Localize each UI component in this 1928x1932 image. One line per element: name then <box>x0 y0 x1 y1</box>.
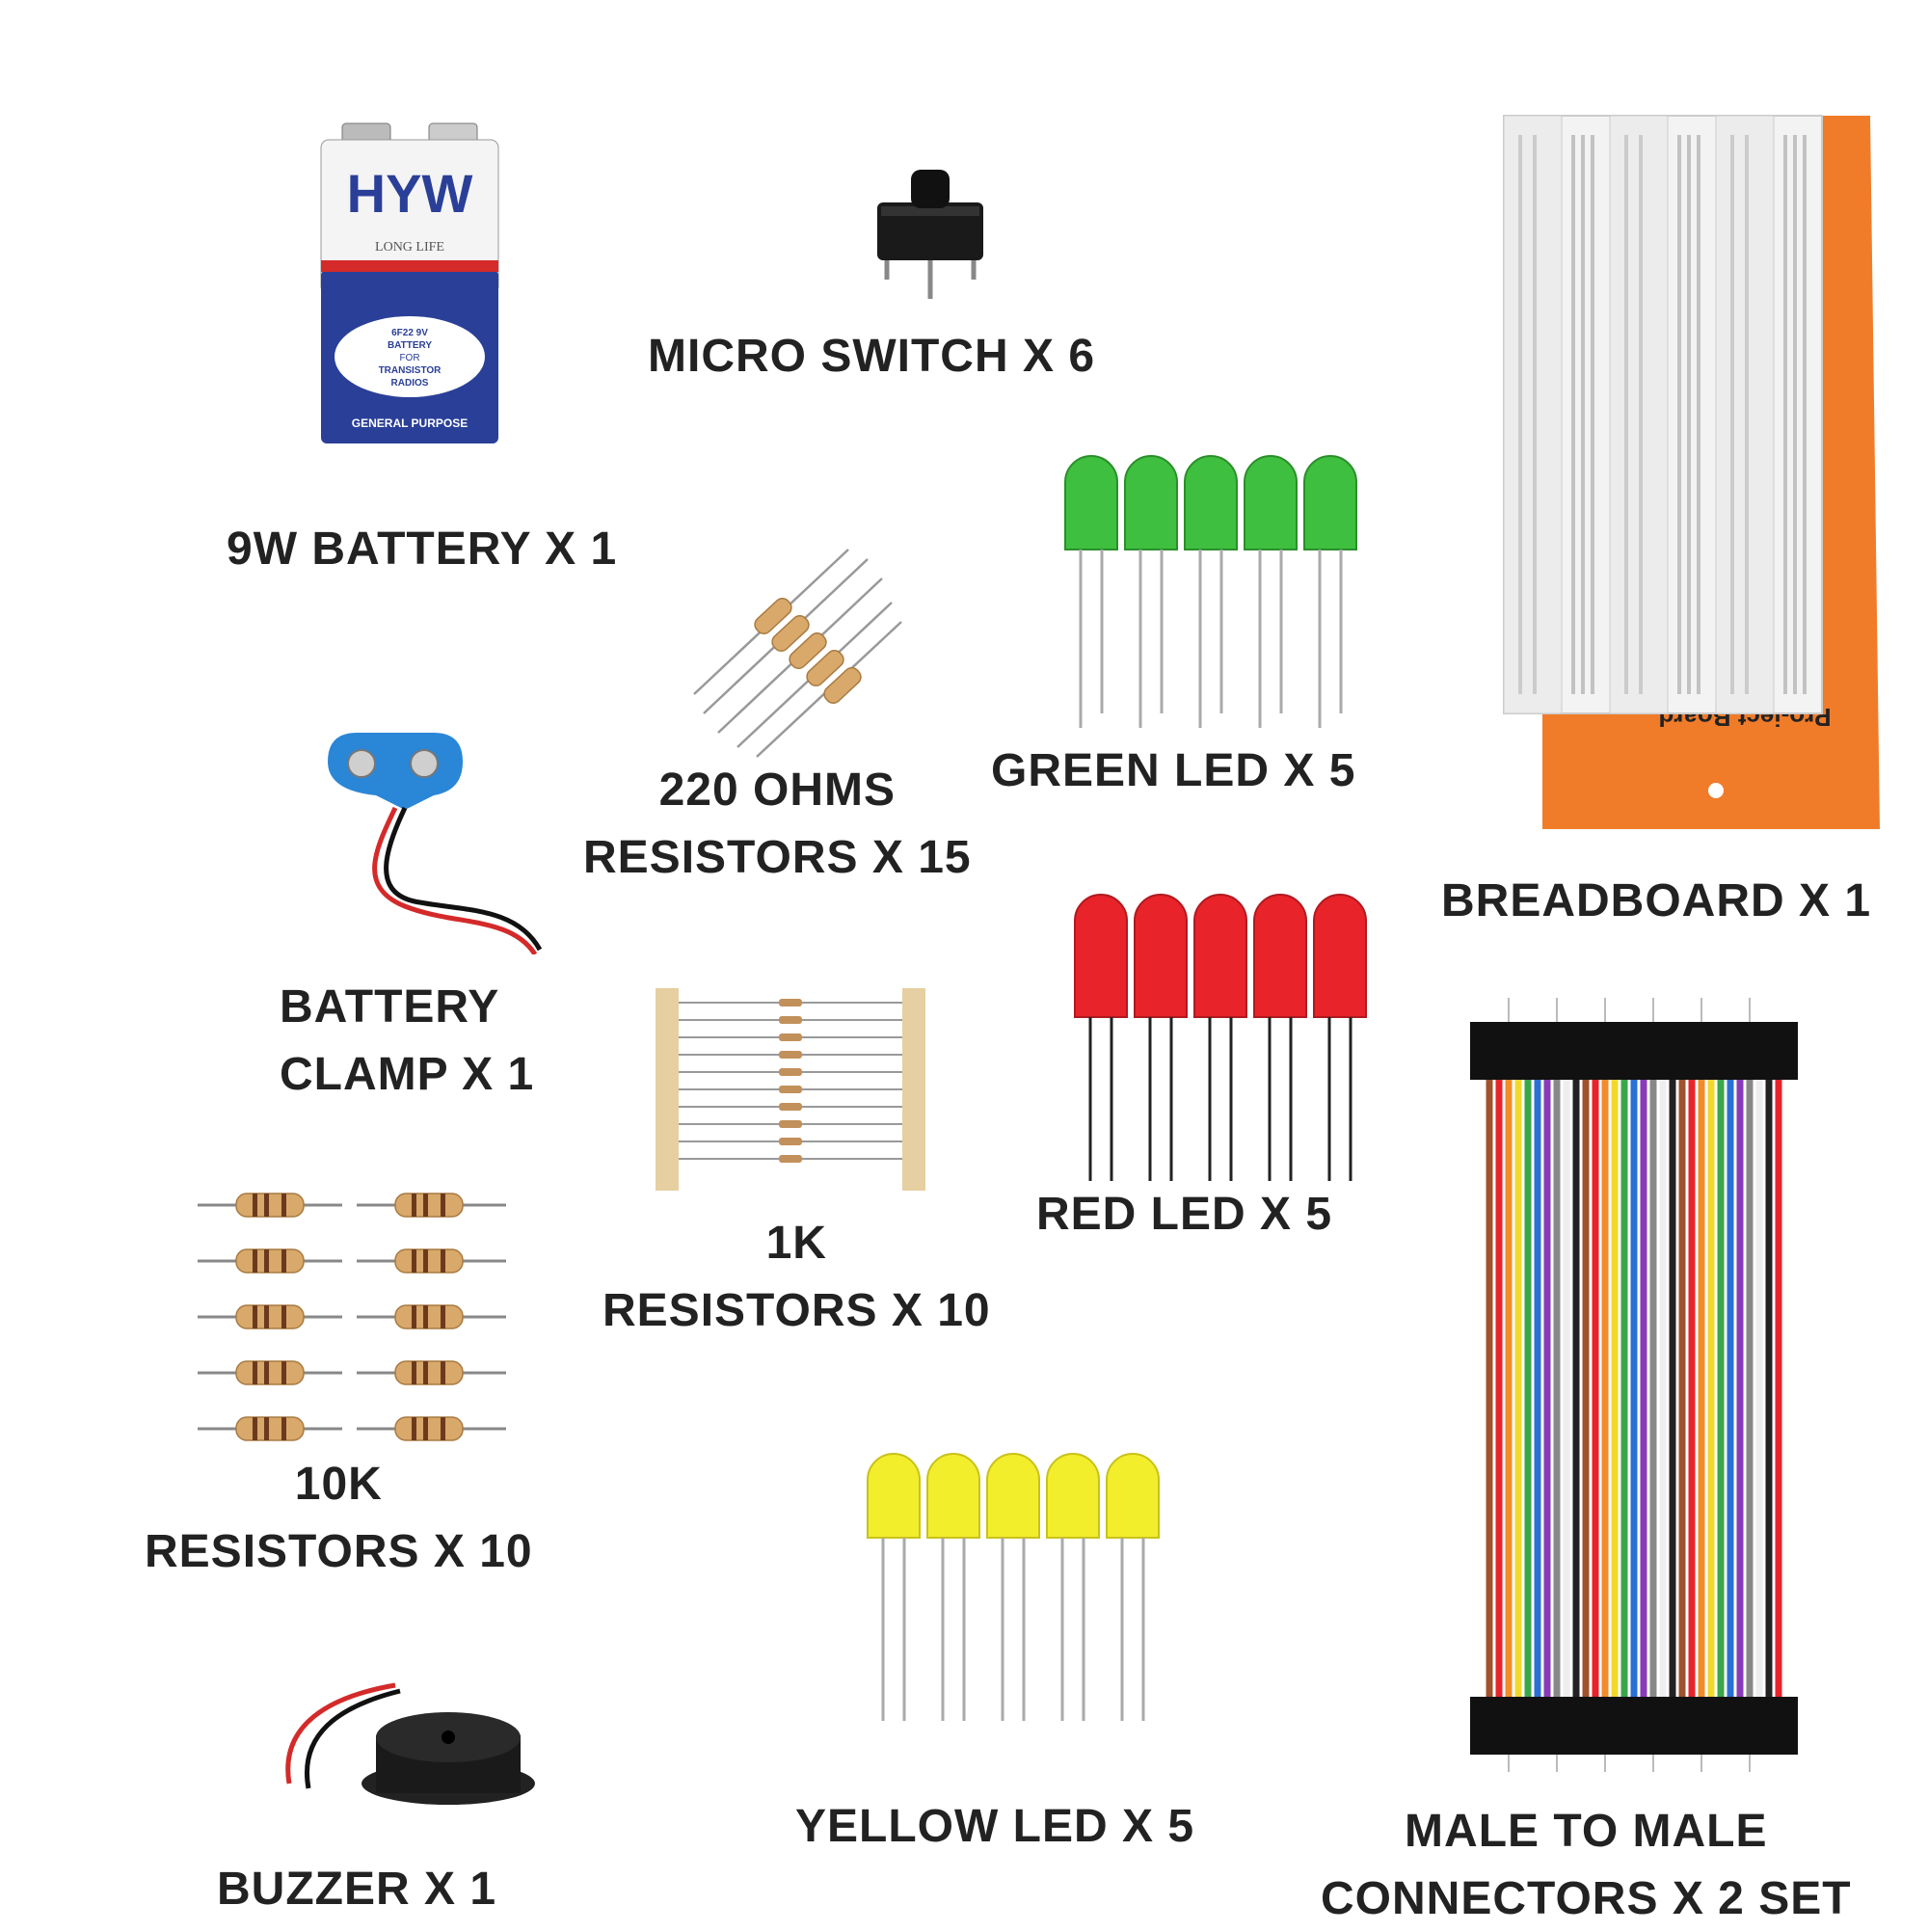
resistors-1k-label: 1K RESISTORS X 10 <box>602 1210 991 1344</box>
svg-text:6F22 9V: 6F22 9V <box>391 328 428 338</box>
battery-tagline: LONG LIFE <box>375 240 444 255</box>
connectors-line2: CONNECTORS X 2 SET <box>1321 1872 1852 1924</box>
resistors-1k-image <box>656 988 925 1195</box>
resistors-10k-line2: RESISTORS X 10 <box>145 1525 533 1577</box>
resistors-10k-line1: 10K <box>294 1459 383 1510</box>
svg-text:RADIOS: RADIOS <box>391 378 429 389</box>
resistors-220-label: 220 OHMS RESISTORS X 15 <box>583 757 972 891</box>
red-led-image <box>1065 882 1393 1191</box>
resistors-220-line2: RESISTORS X 15 <box>583 831 972 883</box>
battery-brand: HYW <box>347 163 473 224</box>
green-led-label: GREEN LED X 5 <box>991 745 1356 796</box>
battery-clamp-label: BATTERY CLAMP X 1 <box>280 974 534 1108</box>
battery-clamp-image <box>318 723 549 954</box>
breadboard-label: BREADBOARD X 1 <box>1441 875 1872 926</box>
buzzer-image <box>270 1677 540 1841</box>
battery-image: HYW LONG LIFE 6F22 9V BATTERY FOR TRANSI… <box>313 116 506 453</box>
connectors-line1: MALE TO MALE <box>1405 1806 1768 1857</box>
battery-clamp-line2: CLAMP X 1 <box>280 1048 535 1100</box>
micro-switch-label: MICRO SWITCH X 6 <box>648 331 1096 382</box>
green-led-image <box>1056 443 1383 733</box>
svg-text:BATTERY: BATTERY <box>388 340 432 351</box>
connectors-label: MALE TO MALE CONNECTORS X 2 SET <box>1321 1798 1852 1932</box>
resistors-1k-line1: 1K <box>765 1218 827 1269</box>
resistors-10k-image <box>193 1186 511 1446</box>
resistors-1k-line2: RESISTORS X 10 <box>602 1284 991 1336</box>
jumper-wires-image <box>1451 993 1817 1774</box>
resistors-220-image <box>675 540 906 762</box>
red-led-label: RED LED X 5 <box>1036 1189 1333 1240</box>
svg-text:TRANSISTOR: TRANSISTOR <box>379 365 442 376</box>
yellow-led-label: YELLOW LED X 5 <box>795 1801 1195 1852</box>
battery-clamp-line1: BATTERY <box>280 981 500 1033</box>
svg-text:GENERAL PURPOSE: GENERAL PURPOSE <box>352 416 468 430</box>
micro-switch-image <box>868 164 993 309</box>
yellow-led-image <box>858 1441 1186 1731</box>
resistors-220-line1: 220 OHMS <box>658 765 896 816</box>
svg-text:FOR: FOR <box>399 353 419 363</box>
battery-label: 9W BATTERY X 1 <box>227 523 618 575</box>
buzzer-label: BUZZER X 1 <box>217 1864 497 1915</box>
breadboard-image: Pro-ject Board <box>1465 77 1889 848</box>
resistors-10k-label: 10K RESISTORS X 10 <box>145 1451 533 1585</box>
